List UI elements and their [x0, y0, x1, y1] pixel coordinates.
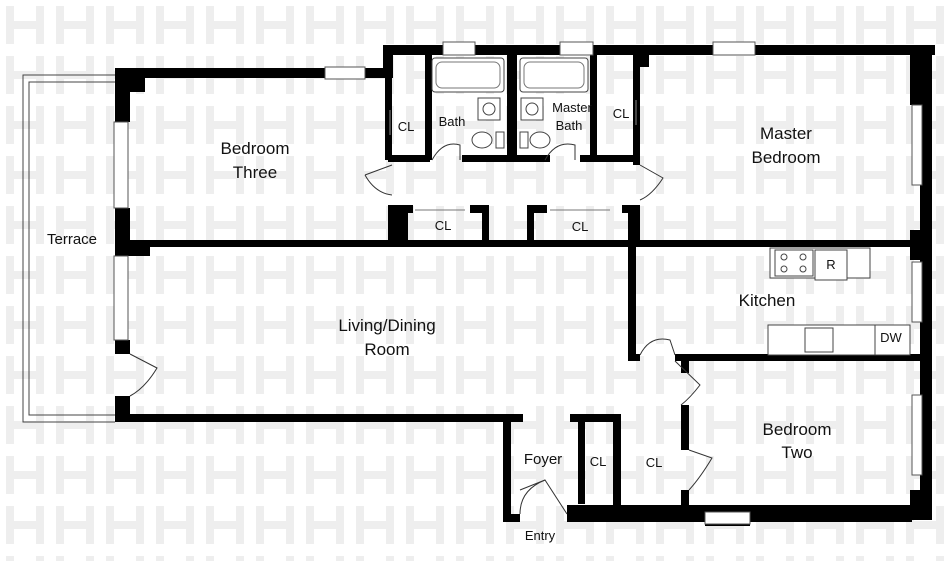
bedroom-two-label-line2: Two — [781, 443, 812, 462]
master-bath-label-line2: Bath — [556, 118, 583, 133]
bedroom-three-label-line2: Three — [233, 163, 277, 182]
bath-fixtures — [431, 57, 589, 149]
master-bath-label-line1: Master — [552, 100, 592, 115]
entry-label: Entry — [525, 528, 556, 543]
living-dining-label-line2: Room — [364, 340, 409, 359]
terrace-label: Terrace — [47, 231, 97, 248]
refrigerator-label: R — [826, 257, 835, 272]
bath-label: Bath — [439, 114, 466, 129]
closet-label-master: CL — [613, 106, 630, 121]
doors — [129, 100, 713, 515]
master-bedroom-label-line1: Master — [760, 124, 812, 143]
kitchen-label: Kitchen — [739, 291, 796, 310]
windows — [113, 41, 923, 525]
master-bedroom-label-line2: Bedroom — [752, 148, 821, 167]
closet-label-foyer: CL — [590, 454, 607, 469]
bedroom-three-label-line1: Bedroom — [221, 139, 290, 158]
closet-label-hall-right: CL — [572, 219, 589, 234]
foyer-label: Foyer — [524, 451, 562, 468]
dishwasher-label: DW — [880, 330, 902, 345]
closet-label-hall-left: CL — [435, 218, 452, 233]
closet-label-bedroom-three: CL — [398, 119, 415, 134]
kitchen-fixtures — [767, 247, 911, 356]
closet-label-bedroom-two: CL — [646, 455, 663, 470]
bedroom-two-label-line1: Bedroom — [763, 420, 832, 439]
living-dining-label-line1: Living/Dining — [338, 316, 435, 335]
terrace-outline — [22, 74, 115, 423]
walls — [115, 45, 935, 526]
